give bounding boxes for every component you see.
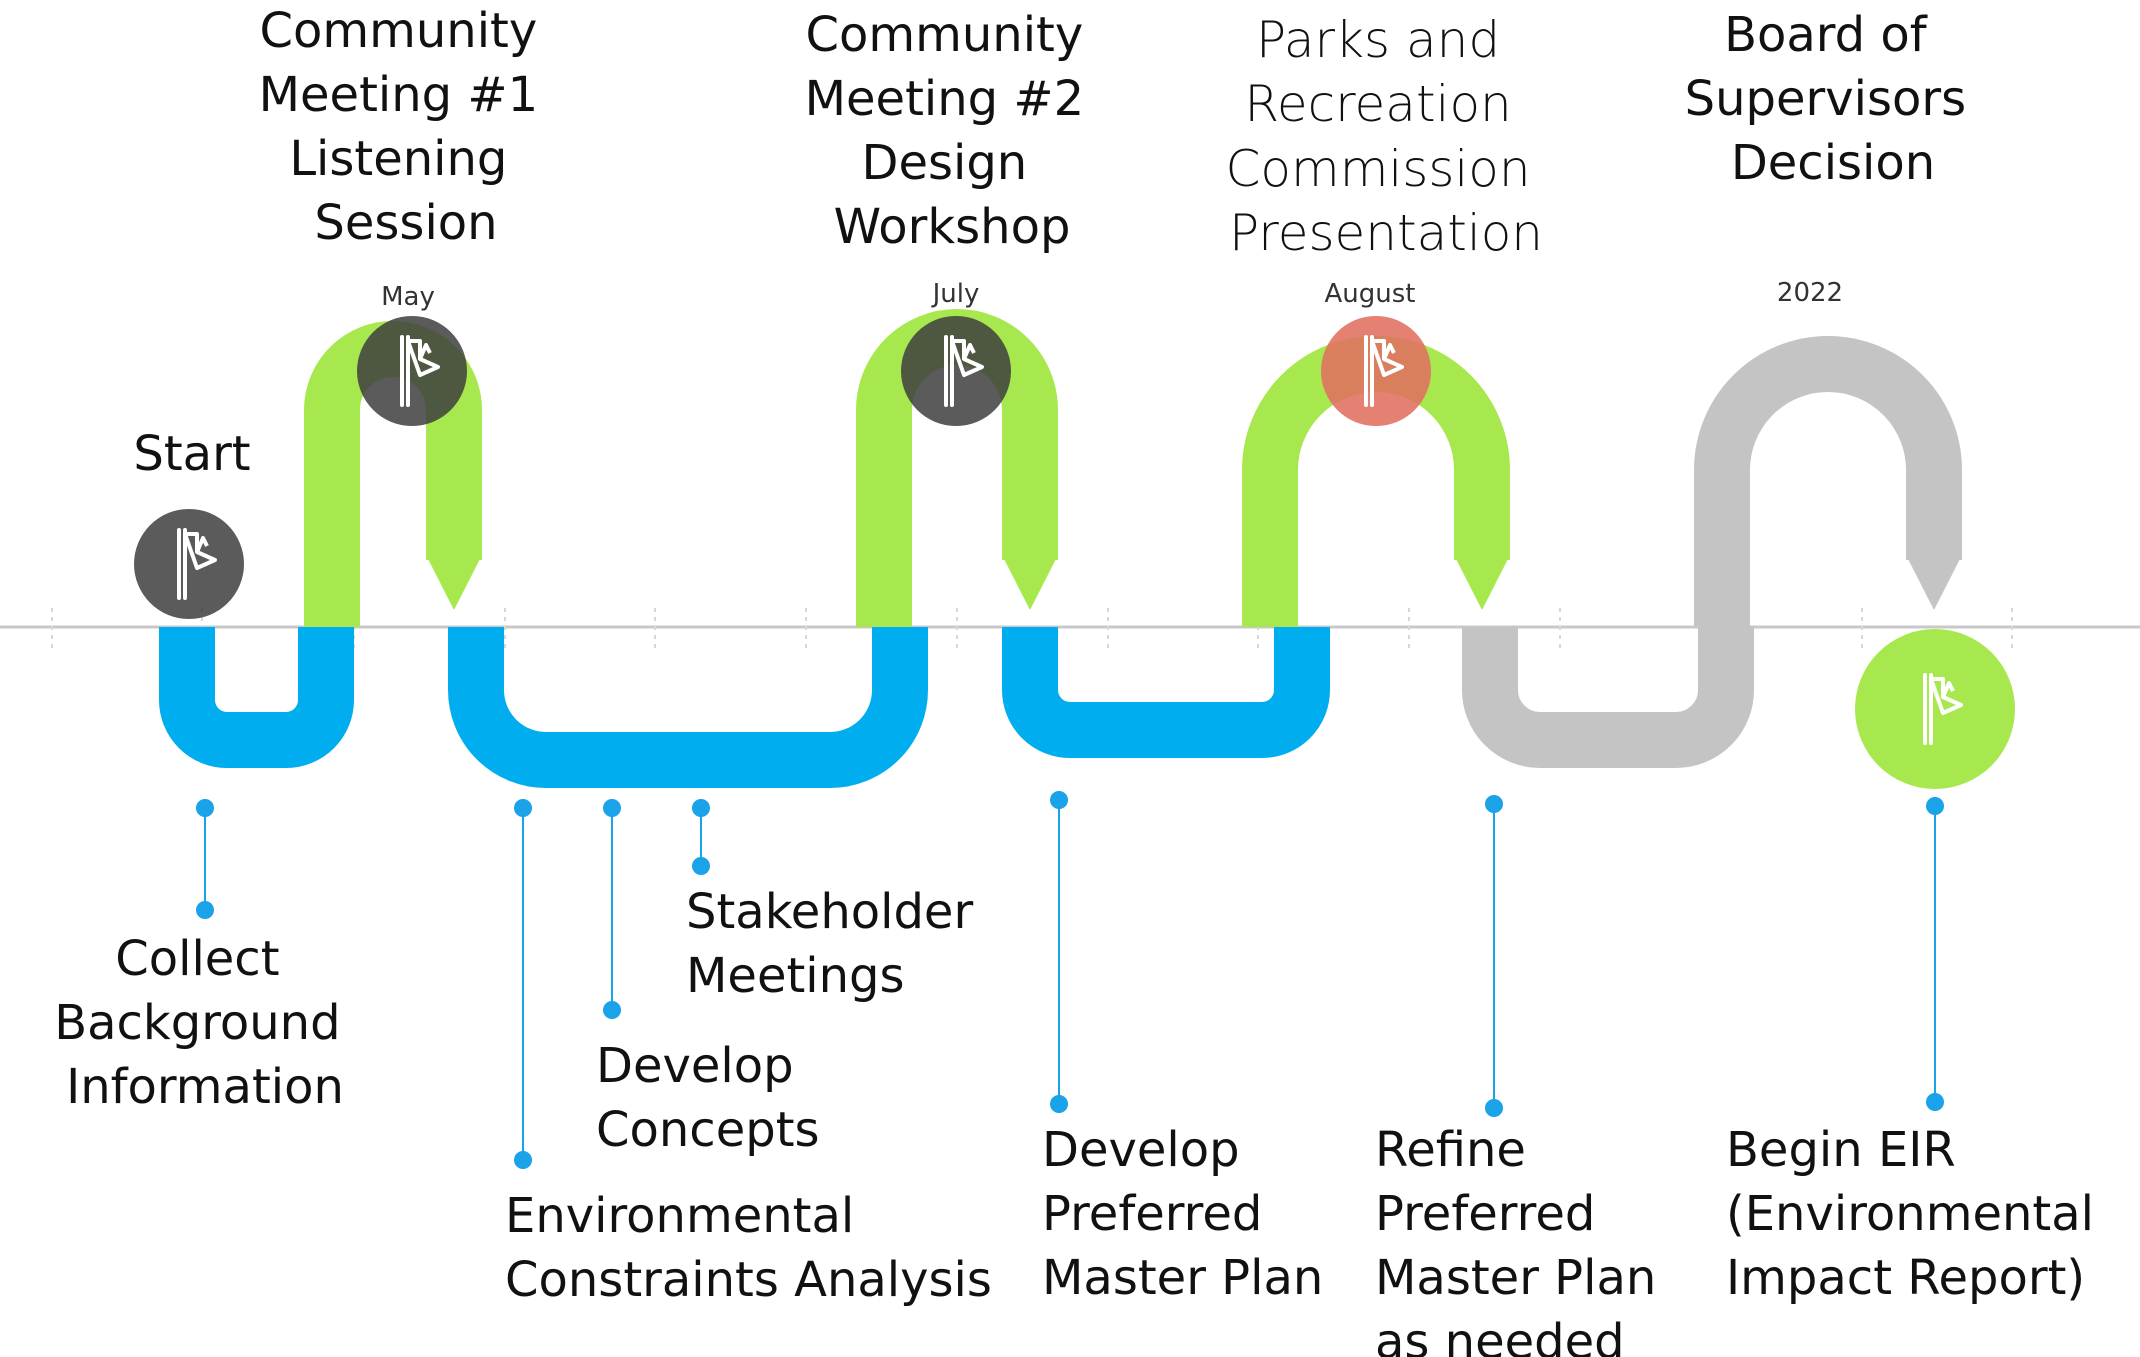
path-arrowhead-refine bbox=[1698, 627, 1754, 674]
end-marker bbox=[1855, 629, 2015, 789]
parks-date: August bbox=[1325, 279, 1416, 309]
meeting2-title: Community Meeting #2 Design Workshop bbox=[805, 7, 1100, 255]
refine-plan-label: Refine Preferred Master Plan as needed bbox=[1375, 1122, 1672, 1357]
start-title: Start bbox=[133, 426, 250, 482]
path-arrowhead-design bbox=[872, 627, 928, 674]
meeting1-date: May bbox=[381, 282, 435, 312]
board-title: Board of Supervisors Decision bbox=[1685, 7, 1982, 191]
collect-label: Collect Background Information bbox=[54, 931, 356, 1115]
board-date: 2022 bbox=[1777, 278, 1843, 308]
environmental-label: Environmental Constraints Analysis bbox=[505, 1188, 992, 1308]
path-segment-develop-plan bbox=[1002, 627, 1330, 758]
parks-marker bbox=[1321, 316, 1431, 426]
meeting1-title: Community Meeting #1 Listening Session bbox=[259, 3, 554, 251]
stakeholder-label: Stakeholder Meetings bbox=[686, 884, 988, 1004]
path-segment-design bbox=[448, 627, 928, 788]
parks-title: Parks and Recreation Commission Presenta… bbox=[1226, 11, 1547, 262]
meeting1-marker bbox=[357, 316, 467, 426]
path-arrowhead-collect bbox=[298, 627, 354, 674]
path-segment-collect bbox=[159, 627, 354, 768]
meeting2-date: July bbox=[931, 279, 980, 309]
concepts-label: Develop Concepts bbox=[596, 1038, 820, 1158]
start-marker bbox=[134, 509, 244, 619]
path-arch-board bbox=[1694, 336, 1962, 627]
path-segment-refine bbox=[1462, 627, 1754, 768]
meeting2-marker bbox=[901, 316, 1011, 426]
task-connectors bbox=[196, 791, 1944, 1169]
path-arrowhead-meeting1 bbox=[426, 555, 482, 610]
path-arrowhead-develop-plan bbox=[1274, 627, 1330, 674]
develop-plan-label: Develop Preferred Master Plan bbox=[1042, 1122, 1323, 1306]
path-arrowhead-parks bbox=[1454, 555, 1510, 610]
axis-ticks bbox=[51, 608, 2013, 648]
path-arrowhead-board bbox=[1906, 555, 1962, 610]
eir-label: Begin EIR (Environmental Impact Report) bbox=[1726, 1122, 2109, 1306]
path-arrowhead-meeting2 bbox=[1002, 555, 1058, 610]
